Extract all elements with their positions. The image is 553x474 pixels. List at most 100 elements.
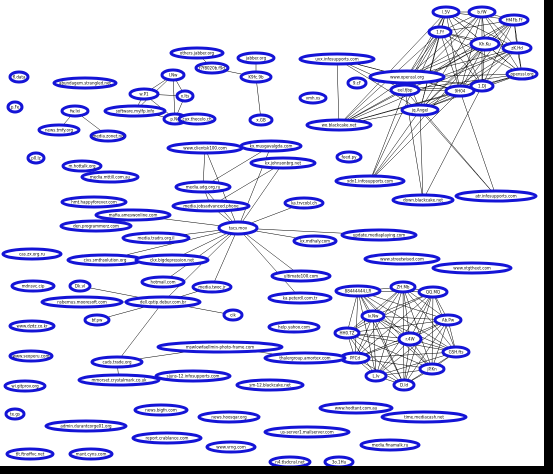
- graph-node[interactable]: www.hodtant.com.au: [318, 401, 394, 415]
- graph-node[interactable]: openssl.org: [505, 67, 539, 81]
- graph-node[interactable]: media.jobsadvanced.phone: [171, 199, 251, 213]
- graph-node[interactable]: update.mediaplaying.com: [340, 228, 418, 242]
- graph-node[interactable]: 3o.1Hu: [323, 455, 355, 466]
- graph-node[interactable]: software.mylfp.info: [103, 104, 167, 118]
- graph-node[interactable]: kx.musgavalgda.com: [239, 139, 303, 153]
- graph-node[interactable]: mmorset.crystalmark.co.uk: [77, 373, 161, 387]
- graph-node[interactable]: thalergroup.amortex.com: [263, 351, 347, 365]
- graph-node[interactable]: news.hoosqar.org: [197, 410, 261, 424]
- graph-node[interactable]: civs.smthsolution.org: [66, 253, 144, 267]
- graph-node[interactable]: media.finamalk.ru: [359, 438, 421, 452]
- graph-node[interactable]: dell.qstip.debur.com.br: [124, 295, 202, 309]
- graph-node[interactable]: te.gs: [4, 407, 26, 421]
- graph-node[interactable]: mswlowfaellmin-photo-frame.com: [156, 340, 284, 354]
- graph-node[interactable]: I.Nw: [160, 68, 186, 82]
- graph-node[interactable]: jP.Kn: [418, 362, 446, 376]
- graph-node[interactable]: sjuns-12.infosupports.com: [154, 369, 232, 383]
- graph-node[interactable]: mafia.ameswonline.com: [94, 208, 172, 222]
- graph-node[interactable]: media.adg.org.ru: [174, 180, 232, 194]
- graph-node[interactable]: GSH.fts: [441, 345, 471, 359]
- graph-node[interactable]: den.programmerz.com: [59, 219, 133, 233]
- graph-node[interactable]: 9.cF: [346, 76, 368, 90]
- graph-node[interactable]: uvx.infosupports.com: [298, 52, 376, 66]
- graph-node[interactable]: Dk.vl: [68, 279, 92, 293]
- graph-node[interactable]: zK.Hd: [501, 41, 533, 55]
- graph-node[interactable]: wo.blackcake.net: [305, 118, 373, 132]
- graph-node[interactable]: Ab.Pw: [433, 313, 463, 327]
- graph-node[interactable]: b.fW: [467, 5, 497, 19]
- graph-node[interactable]: cax.thecelo.ch: [177, 112, 217, 126]
- graph-node[interactable]: www.vrng.com: [205, 440, 257, 454]
- graph-node[interactable]: n4.tlsdcnsl.net: [268, 455, 312, 466]
- graph-node[interactable]: hotmail.com: [140, 275, 186, 289]
- graph-node[interactable]: help.yahoo.com: [267, 320, 321, 334]
- graph-node[interactable]: www.clientsk100.com: [166, 141, 244, 155]
- graph-node[interactable]: D.ld: [392, 378, 416, 392]
- graph-node[interactable]: sm-12.blackcake.net: [235, 378, 305, 392]
- graph-node[interactable]: fl.data: [8, 70, 30, 84]
- graph-node[interactable]: feed.py: [335, 150, 363, 164]
- graph-node[interactable]: HH0.TZ: [333, 326, 361, 340]
- graph-node[interactable]: time.mediacash.net: [380, 410, 468, 424]
- graph-node[interactable]: others.jabber.org: [169, 46, 225, 60]
- graph-node[interactable]: media.mttill.com.au: [80, 170, 140, 184]
- graph-node[interactable]: eel.fjbp: [389, 83, 421, 97]
- graph-node[interactable]: L.Iv: [364, 369, 388, 383]
- graph-node[interactable]: cas.zx.org.ru: [1, 247, 63, 261]
- graph-node[interactable]: ZH.Mb: [389, 280, 417, 294]
- graph-node[interactable]: Kh.Ku: [469, 36, 501, 52]
- graph-node[interactable]: p.Fe: [6, 100, 24, 114]
- graph-node[interactable]: ka.peterdl.com.tr: [267, 291, 333, 305]
- graph-node[interactable]: ka.trvcobl.ch: [283, 196, 325, 210]
- graph-node[interactable]: abundagem.strangled.net: [52, 76, 118, 90]
- graph-node[interactable]: 1.Ff: [427, 25, 453, 39]
- graph-node[interactable]: Hf4Fb.Ff: [498, 13, 530, 27]
- graph-node[interactable]: bf.pw: [83, 313, 111, 327]
- graph-node[interactable]: kx.johnsonbrg.net: [249, 156, 317, 170]
- graph-node[interactable]: tlt.ftnoffvc.net: [5, 447, 55, 461]
- graph-node[interactable]: jq.Angel: [400, 103, 440, 117]
- graph-node[interactable]: ultimate100.com: [270, 269, 332, 283]
- graph-node[interactable]: x.GB: [248, 113, 274, 127]
- graph-node[interactable]: admin.durantcorge01.org: [44, 419, 128, 433]
- graph-node[interactable]: news.tmfy.org: [37, 123, 81, 137]
- graph-node[interactable]: www.openssl.org: [368, 69, 446, 85]
- graph-node[interactable]: 9H04: [444, 84, 476, 98]
- graph-node[interactable]: p0.lz: [26, 151, 46, 165]
- graph-node[interactable]: xdn1.infosupports.com: [334, 174, 406, 188]
- network-graph[interactable]: fl.data abundagem.strangled.net fw.lxi news…: [0, 0, 544, 466]
- graph-node[interactable]: cik: [222, 308, 244, 322]
- graph-node[interactable]: f7f8020b.f9d: [194, 61, 230, 75]
- graph-node[interactable]: mant.cyns.com: [68, 447, 114, 461]
- graph-node[interactable]: 1.DJ: [469, 79, 495, 93]
- graph-node[interactable]: w.P1: [128, 87, 160, 101]
- graph-node[interactable]: mdnsvc.cip: [10, 279, 56, 293]
- graph-node[interactable]: media.twoc.jr: [191, 280, 233, 294]
- graph-node[interactable]: K9fc.9b: [239, 70, 273, 84]
- graph-node[interactable]: news.bigfn.com: [133, 403, 189, 417]
- graph-node[interactable]: nsbemus.mooresoft.com: [40, 295, 124, 309]
- graph-node[interactable]: www.dzdz.co.kr: [8, 319, 56, 333]
- graph-node[interactable]: 88444444.LR: [334, 284, 382, 298]
- graph-node[interactable]: cads.trade.org: [90, 355, 144, 369]
- graph-node[interactable]: media.zonet.no: [89, 129, 127, 143]
- graph-node[interactable]: www.streetwised.com: [363, 252, 441, 266]
- graph-node[interactable]: kx.mdhaly.com: [292, 234, 338, 248]
- graph-node[interactable]: atr.infosupports.com: [454, 189, 538, 203]
- graph-node[interactable]: www.seoperu.com: [8, 349, 54, 363]
- graph-node[interactable]: hmt.happyforever.com: [60, 195, 128, 209]
- graph-node[interactable]: ckx.bigdepression.net: [134, 253, 210, 267]
- graph-node[interactable]: media.tradrs.org.il: [121, 231, 191, 245]
- graph-node[interactable]: l.5V: [431, 5, 461, 19]
- graph-node[interactable]: us-server1.mailserver.com: [263, 425, 351, 439]
- graph-node[interactable]: m.hottalk.org: [61, 159, 103, 173]
- graph-node[interactable]: x.lts: [175, 89, 195, 103]
- graph-node[interactable]: lv.Nw: [360, 309, 386, 323]
- graph-node[interactable]: vmh.xs: [298, 91, 328, 105]
- graph-node[interactable]: tacs.mov: [217, 220, 259, 236]
- graph-node[interactable]: fw.lxi: [60, 104, 90, 118]
- graph-node[interactable]: r.4W: [397, 331, 423, 347]
- graph-node[interactable]: QQ.MQ: [417, 285, 449, 299]
- graph-node[interactable]: down.blackcake.net: [391, 193, 455, 207]
- graph-node[interactable]: report.crablance.com: [131, 431, 203, 445]
